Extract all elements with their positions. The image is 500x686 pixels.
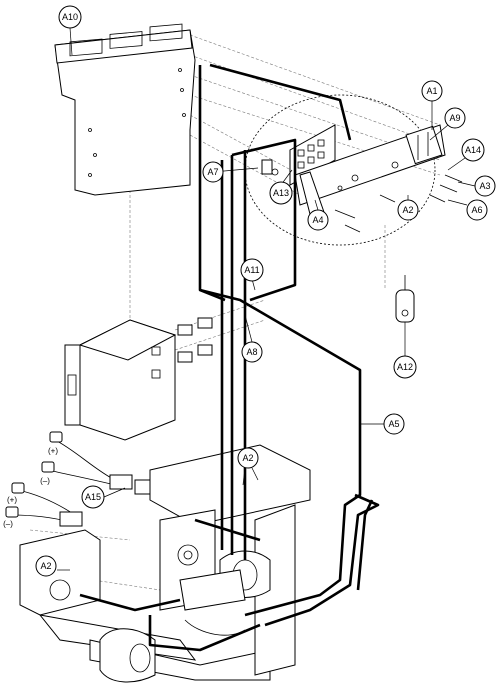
- svg-text:A10: A10: [62, 12, 78, 22]
- lower-positive-sign: (+): [7, 496, 17, 505]
- upper-negative-sign: (–): [40, 477, 50, 486]
- callout-a15: A15: [81, 485, 105, 509]
- svg-text:A2: A2: [242, 453, 253, 463]
- callout-a1: A1: [421, 80, 443, 102]
- svg-text:A9: A9: [449, 113, 460, 123]
- base-frame: [19, 444, 311, 683]
- controller-housing: [64, 317, 213, 441]
- callout-a3: A3: [474, 175, 496, 197]
- callout-a11: A11: [240, 258, 264, 282]
- battery-leads: [5, 431, 156, 527]
- mounting-bracket-plate: [54, 23, 196, 196]
- callout-a9: A9: [444, 107, 466, 129]
- svg-text:A1: A1: [426, 86, 437, 96]
- svg-text:A7: A7: [207, 167, 218, 177]
- callout-a14: A14: [461, 138, 485, 162]
- upper-positive-sign: (+): [48, 447, 58, 456]
- svg-text:A3: A3: [479, 181, 490, 191]
- svg-text:A2: A2: [40, 561, 51, 571]
- polarity-labels: (+) (–) (+) (–): [3, 447, 58, 529]
- harness-connector-a7: [261, 159, 279, 176]
- svg-text:A6: A6: [471, 205, 482, 215]
- programming-key: [384, 225, 415, 323]
- callout-a2-lower: A2: [35, 555, 57, 577]
- svg-text:A15: A15: [85, 492, 101, 502]
- svg-text:A8: A8: [246, 347, 257, 357]
- svg-text:A14: A14: [465, 145, 481, 155]
- lower-negative-sign: (–): [3, 520, 13, 529]
- fastener-screws: [334, 174, 463, 233]
- callout-a2-upper: A2: [397, 199, 419, 221]
- callout-a7: A7: [202, 161, 224, 183]
- callout-a8: A8: [241, 341, 263, 363]
- breaker-bracket-assembly: [244, 94, 446, 246]
- svg-text:A11: A11: [244, 265, 259, 275]
- svg-text:A13: A13: [273, 188, 289, 198]
- callout-a4: A4: [307, 209, 329, 231]
- callout-a12: A12: [393, 355, 417, 379]
- svg-text:A12: A12: [397, 362, 413, 372]
- callout-a5: A5: [383, 413, 405, 435]
- svg-text:A5: A5: [388, 419, 399, 429]
- svg-text:A4: A4: [312, 215, 323, 225]
- callout-a6: A6: [466, 199, 488, 221]
- wiring-harness: [79, 63, 380, 652]
- svg-text:A2: A2: [402, 205, 413, 215]
- callout-a10: A10: [58, 5, 82, 29]
- callout-a13: A13: [269, 181, 293, 205]
- callout-a2-middle: A2: [237, 447, 259, 469]
